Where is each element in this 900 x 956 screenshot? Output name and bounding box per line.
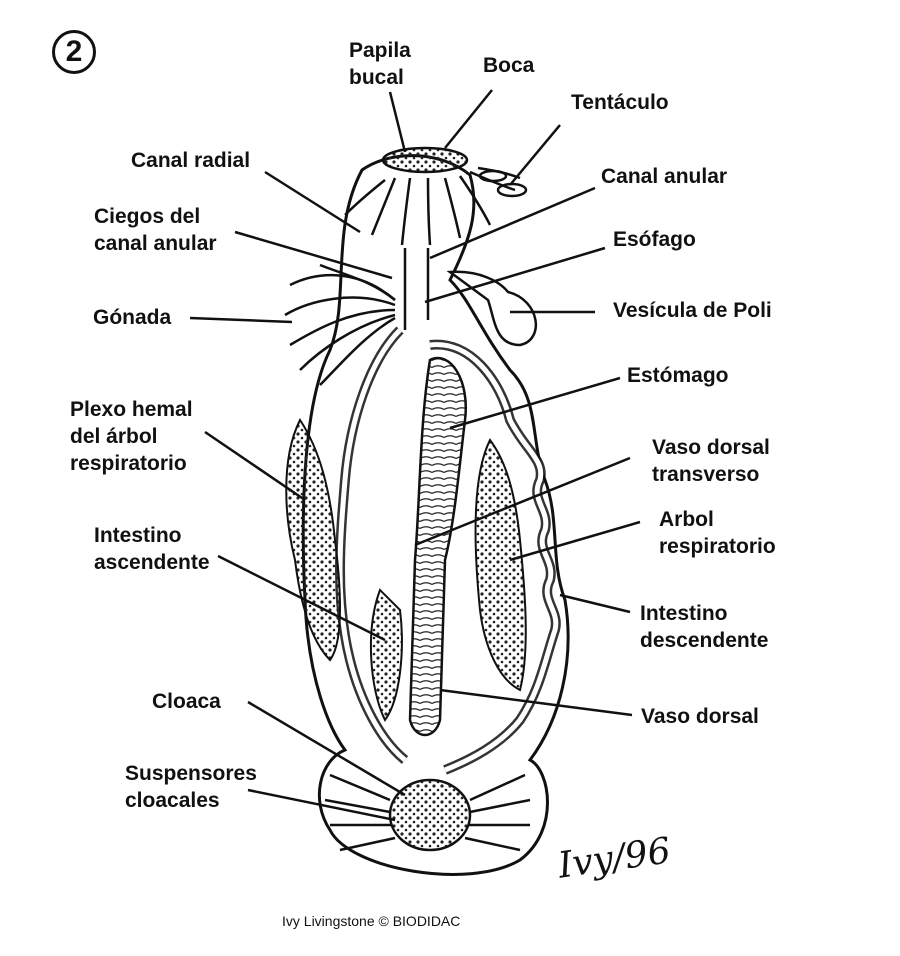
label-line: Papila: [349, 37, 411, 64]
label-intestino-ascendente: Intestino ascendente: [94, 522, 210, 576]
label-ciegos-canal-anular: Ciegos del canal anular: [94, 203, 217, 257]
cloaca: [390, 780, 470, 850]
tentacles: [345, 168, 526, 245]
label-line: Intestino: [94, 522, 210, 549]
label-gonada: Gónada: [93, 304, 171, 331]
label-line: Ciegos del: [94, 203, 217, 230]
label-vaso-dorsal-transverso: Vaso dorsal transverso: [652, 434, 770, 488]
image-credit: Ivy Livingstone © BIODIDAC: [282, 913, 460, 929]
label-line: descendente: [640, 627, 768, 654]
label-papila-bucal: Papila bucal: [349, 37, 411, 91]
label-esofago: Esófago: [613, 226, 696, 253]
label-estomago: Estómago: [627, 362, 729, 389]
label-line: Vaso dorsal: [652, 434, 770, 461]
respiratory-tree-left: [286, 420, 340, 660]
label-vaso-dorsal: Vaso dorsal: [641, 703, 759, 730]
label-line: Plexo hemal: [70, 396, 193, 423]
stomach: [410, 358, 466, 735]
label-plexo-hemal: Plexo hemal del árbol respiratorio: [70, 396, 193, 477]
label-boca: Boca: [483, 52, 534, 79]
label-line: bucal: [349, 64, 411, 91]
label-line: respiratorio: [659, 533, 776, 560]
label-line: transverso: [652, 461, 770, 488]
label-intestino-descendente: Intestino descendente: [640, 600, 768, 654]
label-suspensores-cloacales: Suspensores cloacales: [125, 760, 257, 814]
label-tentaculo: Tentáculo: [571, 89, 669, 116]
label-canal-radial: Canal radial: [131, 147, 250, 174]
label-vesicula-poli: Vesícula de Poli: [613, 297, 772, 324]
label-canal-anular: Canal anular: [601, 163, 727, 190]
label-line: canal anular: [94, 230, 217, 257]
respiratory-tree-center: [371, 590, 402, 720]
respiratory-tree-right: [476, 440, 526, 690]
label-line: del árbol: [70, 423, 193, 450]
label-line: Arbol: [659, 506, 776, 533]
label-cloaca: Cloaca: [152, 688, 221, 715]
oral-crown: [383, 148, 467, 172]
label-line: respiratorio: [70, 450, 193, 477]
label-line: Intestino: [640, 600, 768, 627]
esophagus: [405, 248, 428, 330]
label-line: Suspensores: [125, 760, 257, 787]
label-line: ascendente: [94, 549, 210, 576]
figure-number-badge: 2: [52, 30, 96, 74]
label-line: cloacales: [125, 787, 257, 814]
label-arbol-respiratorio: Arbol respiratorio: [659, 506, 776, 560]
